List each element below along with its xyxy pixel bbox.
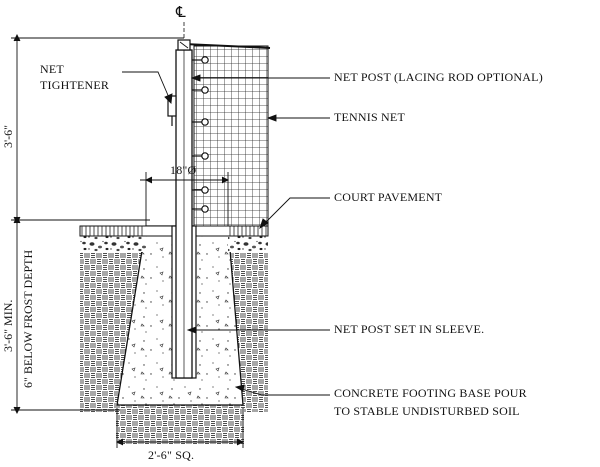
sleeve-diameter-dimension: 18"Ø bbox=[170, 163, 197, 177]
below-grade-min-dimension: 3'-6" MIN. bbox=[1, 299, 15, 352]
net-post bbox=[175, 39, 193, 379]
lacing-rings bbox=[192, 56, 209, 213]
footing-label-line2: TO STABLE UNDISTURBED SOIL bbox=[334, 404, 520, 418]
dimension-lines bbox=[11, 33, 245, 448]
net-tightener-label-line1: NET bbox=[40, 62, 64, 76]
court-pavement-label: COURT PAVEMENT bbox=[334, 190, 443, 204]
footing-label-line1: CONCRETE FOOTING BASE POUR bbox=[334, 386, 527, 400]
net-post-sleeve-label: NET POST SET IN SLEEVE. bbox=[334, 322, 485, 336]
tennis-net-label: TENNIS NET bbox=[334, 110, 405, 124]
net-tightener-label-line2: TIGHTENER bbox=[40, 78, 110, 92]
footing-width-dimension: 2'-6" SQ. bbox=[148, 448, 195, 462]
above-grade-dimension: 3'-6" bbox=[1, 124, 15, 148]
net-post-label: NET POST (LACING ROD OPTIONAL) bbox=[334, 70, 543, 84]
below-frost-depth-dimension: 6" BELOW FROST DEPTH bbox=[21, 249, 35, 388]
centerline-symbol: ℄ bbox=[176, 5, 186, 21]
leader-lines bbox=[122, 71, 330, 396]
tennis-net bbox=[183, 43, 271, 227]
gravel-base bbox=[80, 236, 268, 252]
